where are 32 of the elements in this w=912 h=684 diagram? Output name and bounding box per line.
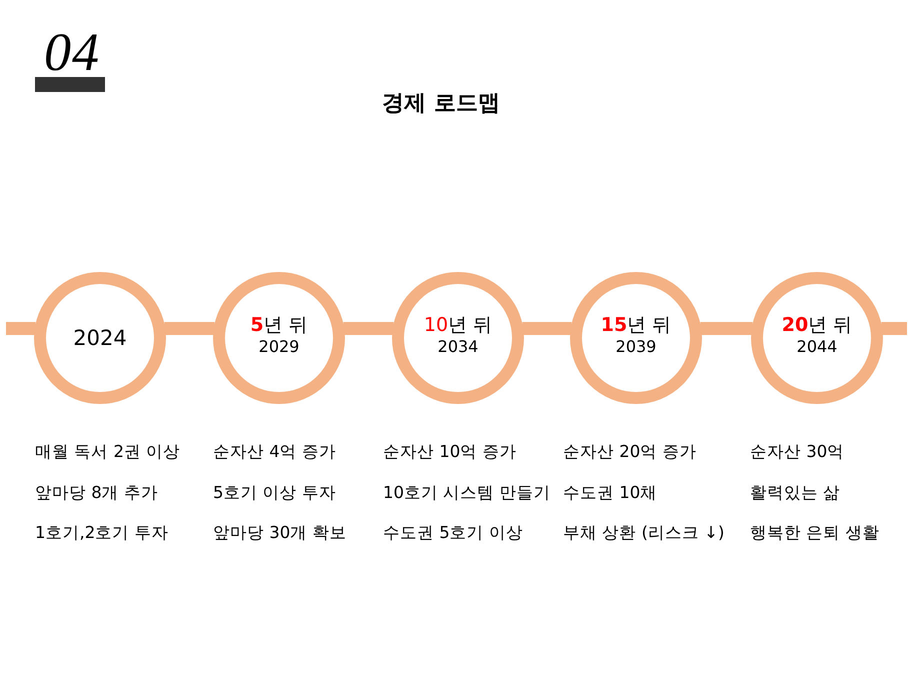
goal-text: 1호기,2호기 투자	[35, 522, 168, 544]
year-label: 2044	[796, 337, 838, 357]
goal-text: 부채 상환 (리스크 ↓)	[563, 522, 724, 544]
connector-line	[343, 322, 394, 335]
goal-text: 순자산 30억	[750, 441, 844, 463]
goal-text: 매월 독서 2권 이상	[35, 441, 180, 463]
goal-text: 10호기 시스템 만들기	[383, 482, 550, 504]
goal-text: 순자산 20억 증가	[563, 441, 696, 463]
goal-text: 5호기 이상 투자	[213, 482, 336, 504]
year-label: 2034	[438, 337, 478, 357]
goal-text: 수도권 5호기 이상	[383, 522, 523, 544]
goal-text: 수도권 10채	[563, 482, 658, 504]
year-label: 2024	[73, 325, 127, 351]
title: 경제 로드맵	[382, 90, 500, 117]
period-label: 20년 뒤	[782, 313, 852, 337]
connector-line	[700, 322, 753, 335]
goal-text: 행복한 은퇴 생활	[750, 522, 880, 544]
section-number: 04	[44, 26, 100, 78]
year-label: 2029	[258, 337, 300, 357]
connector-line	[164, 322, 215, 335]
goal-text: 앞마당 8개 추가	[35, 482, 158, 504]
year-label: 2039	[616, 337, 656, 357]
period-label: 5년 뒤	[250, 313, 308, 337]
goal-text: 활력있는 삶	[750, 482, 840, 504]
connector-line	[522, 322, 572, 335]
goal-text: 앞마당 30개 확보	[213, 522, 346, 544]
goal-text: 순자산 4억 증가	[213, 441, 336, 463]
connector-line	[881, 322, 907, 335]
connector-line	[6, 322, 36, 335]
period-label: 10년 뒤	[424, 313, 492, 337]
period-label: 15년 뒤	[600, 313, 672, 337]
goal-text: 순자산 10억 증가	[383, 441, 516, 463]
